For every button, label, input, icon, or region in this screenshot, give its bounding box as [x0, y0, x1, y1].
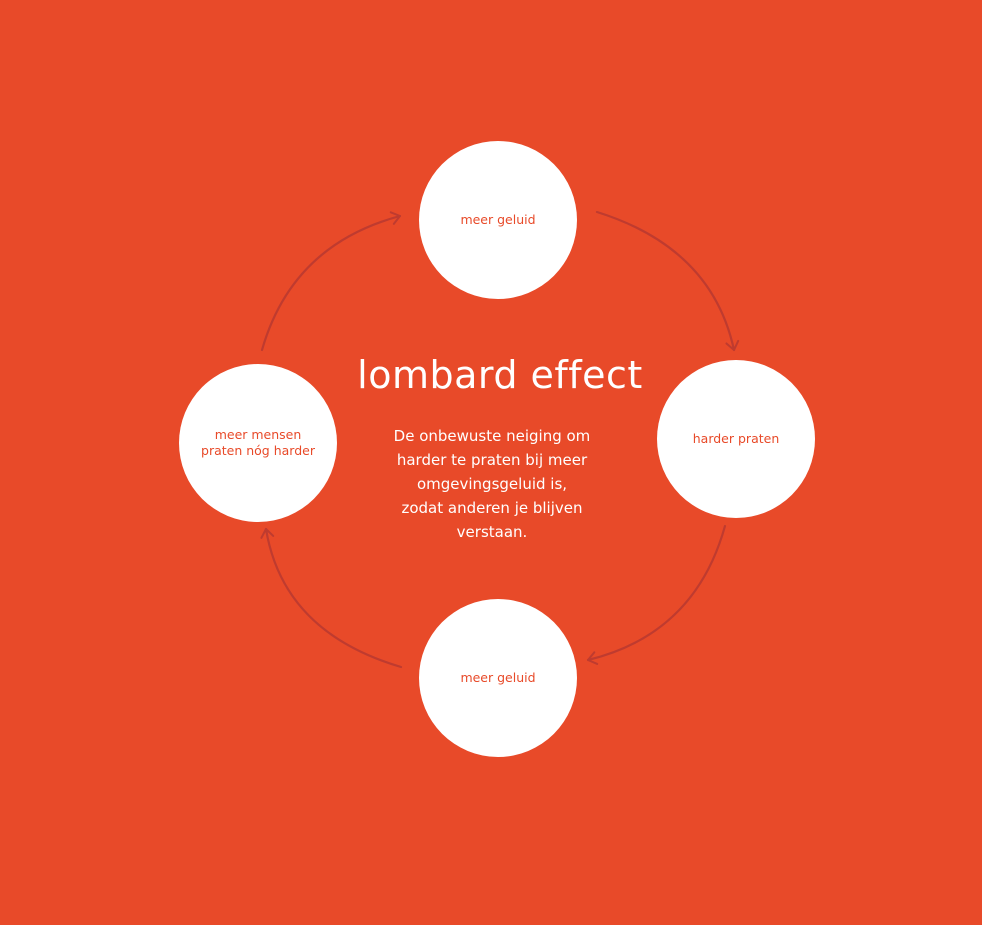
arrow-left-to-top — [260, 211, 402, 352]
arrow-top-to-right — [595, 210, 740, 352]
diagram-description: De onbewuste neiging om harder te praten… — [393, 427, 591, 541]
node-top-label: meer geluid — [460, 212, 536, 227]
diagram-title: lombard effect — [357, 353, 643, 397]
node-left-label: meer mensen praten nóg harder — [201, 427, 315, 458]
node-right: harder praten — [657, 360, 815, 518]
arrow-right-to-bottom — [586, 524, 727, 665]
node-bottom: meer geluid — [419, 599, 577, 757]
node-top: meer geluid — [419, 141, 577, 299]
node-left: meer mensen praten nóg harder — [179, 364, 337, 522]
arrow-bottom-to-left — [260, 527, 403, 669]
node-bottom-label: meer geluid — [460, 670, 536, 685]
node-right-label: harder praten — [692, 431, 780, 446]
